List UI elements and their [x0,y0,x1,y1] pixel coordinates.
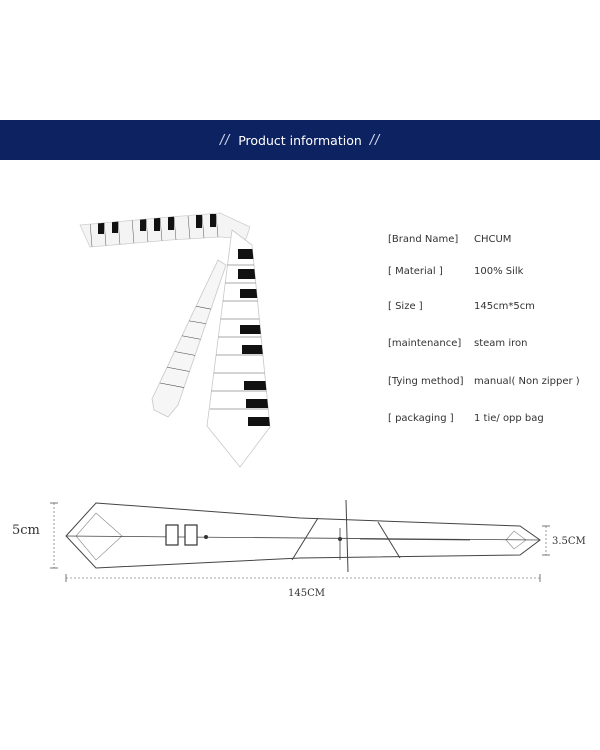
spec-label: [ Size ] [388,301,423,312]
tie-tip-diamond [75,512,123,561]
tie-dimension-diagram: 5cm 3.5CM 145CM [12,499,586,599]
spec-value: 100% Silk [474,266,524,277]
spec-value: 1 tie/ opp bag [474,413,544,424]
narrow-width-dimension-label: 3.5CM [552,536,586,547]
spec-value: steam iron [474,338,528,349]
length-dimension-label: 145CM [288,588,325,599]
product-info-banner: // Product information // [0,120,600,160]
spec-label: [ packaging ] [388,413,454,424]
right-slashes: // [369,131,381,149]
tie-outline [65,502,541,569]
tie-label-box [165,524,179,546]
spec-value: 145cm*5cm [474,301,535,312]
spec-label: [maintenance] [388,338,462,349]
left-slashes: // [219,131,231,149]
spec-label: [Tying method] [388,376,464,387]
tie-label-box [184,524,198,546]
banner-title: Product information [238,132,362,148]
width-dimension-label: 5cm [12,523,40,538]
piano-tie-photo [79,212,271,468]
spec-value: manual( Non zipper ) [474,376,580,387]
spec-label: [Brand Name] [388,234,459,245]
spec-label: [ Material ] [388,266,443,277]
spec-value: CHCUM [474,234,512,245]
